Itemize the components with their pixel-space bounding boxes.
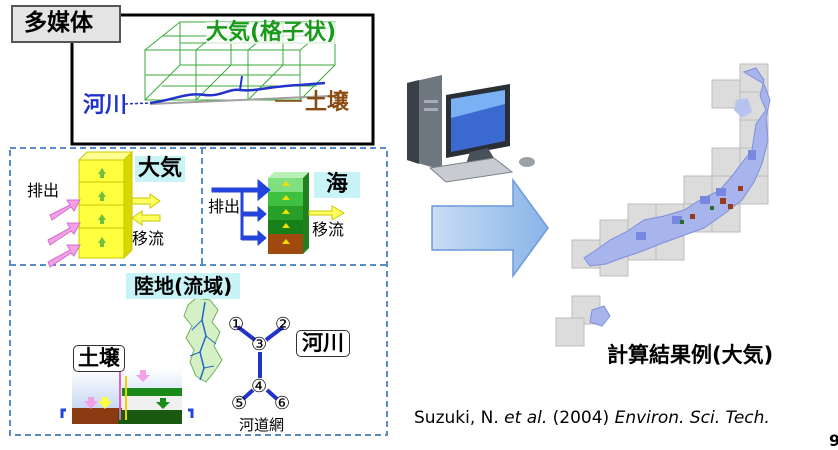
japan-map: [555, 63, 771, 347]
sea-advection-label: 移流: [312, 220, 345, 239]
grid-river-label: 河川: [83, 93, 128, 118]
land-river-label: 河川: [296, 330, 350, 357]
grid-river-tributary: [239, 75, 243, 91]
citation: Suzuki, N. et al. (2004) Environ. Sci. T…: [414, 410, 770, 427]
atmosphere-stack: [77, 150, 134, 260]
citation-authors: Suzuki, N.: [414, 408, 505, 428]
multimedia-tab-label: 多媒体: [24, 10, 93, 36]
grid-river: [149, 81, 326, 105]
multimedia-tab-shape: [11, 5, 121, 43]
citation-journal: Environ. Sci. Tech.: [614, 408, 770, 428]
atmosphere-advection-arrows: [131, 193, 161, 226]
computer-icon: [407, 75, 535, 183]
watershed-map: [183, 297, 223, 383]
atmosphere-grid-label: 大気(格子状): [206, 20, 337, 45]
result-arrow: [431, 177, 549, 279]
sea-advection-arrow: [308, 205, 345, 221]
sea-stack: [268, 172, 309, 254]
page-number: 9: [829, 431, 838, 450]
sea-emission-label: 排出: [208, 197, 241, 216]
river-network-graph: [236, 325, 285, 401]
atmosphere-emission-label: 排出: [27, 181, 60, 200]
node-6: ⑥: [274, 393, 291, 414]
node-5: ⑤: [231, 393, 248, 414]
river-network-label: 河道網: [239, 416, 285, 434]
node-2: ②: [275, 314, 292, 335]
atmosphere-advection-label: 移流: [132, 229, 165, 248]
atmosphere-title-badge: 大気: [135, 156, 186, 182]
citation-year: (2004): [547, 408, 615, 428]
atmosphere-emission-arrows: [47, 199, 81, 268]
node-3: ③: [251, 334, 268, 355]
citation-etal: et al.: [504, 408, 548, 428]
node-4: ④: [251, 376, 268, 397]
compartment-boxes: [9, 147, 388, 436]
land-title-badge: 陸地(流域): [126, 273, 241, 299]
sea-emission-arrows: [211, 178, 271, 247]
grid-soil-label: 土壌: [305, 90, 350, 115]
land-soil-label: 土壌: [73, 345, 125, 372]
sea-title-badge: 海: [314, 172, 361, 198]
node-1: ①: [228, 314, 245, 335]
result-caption: 計算結果例(大気): [607, 343, 774, 367]
soil-layer-line: [149, 95, 331, 105]
river-pointer-line: [124, 102, 151, 105]
soil-cross-section: [60, 368, 194, 424]
